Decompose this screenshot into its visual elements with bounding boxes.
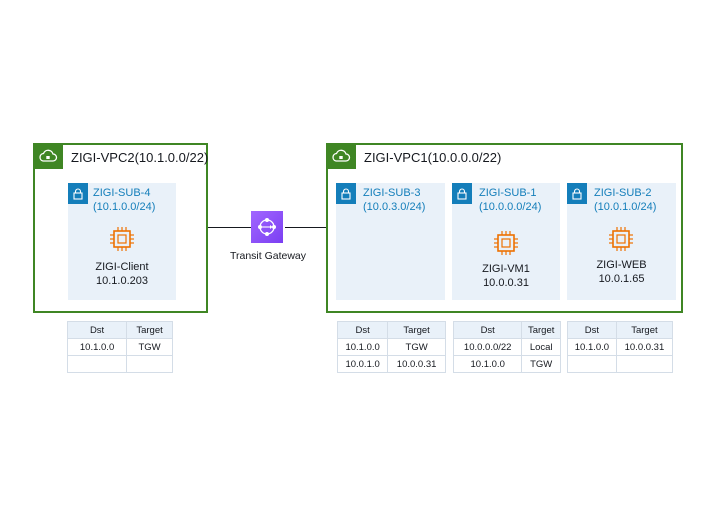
subnet-cidr: (10.1.0.0/24) — [93, 201, 156, 213]
col-target: Target — [521, 321, 561, 339]
host-name: ZIGI-VM1 — [482, 263, 530, 275]
host-ip: 10.1.0.203 — [96, 275, 148, 287]
cloud-lock-icon — [326, 143, 356, 169]
cloud-lock-icon — [33, 143, 63, 169]
subnet-cidr: (10.0.0.0/24) — [479, 201, 542, 213]
col-target: Target — [387, 321, 446, 339]
subnet-sub-2: ZIGI-SUB-2 (10.0.1.0/24) ZIGI-WEB 10.0.1… — [567, 183, 676, 300]
host-ip: 10.0.0.31 — [483, 277, 529, 289]
ec2-instance-icon — [110, 227, 134, 251]
col-target: Target — [126, 321, 173, 339]
subnet-name: ZIGI-SUB-1 — [479, 187, 537, 199]
table-row — [567, 355, 674, 373]
lock-icon — [336, 183, 356, 204]
subnet-sub-1: ZIGI-SUB-1 (10.0.0.0/24) ZIGI-VM1 10.0.0… — [452, 183, 560, 300]
col-dst: Dst — [336, 321, 389, 339]
subnet-name: ZIGI-SUB-2 — [594, 187, 652, 199]
lock-icon — [567, 183, 587, 204]
vpc1-title: ZIGI-VPC1(10.0.0.0/22) — [364, 150, 502, 165]
host-ip: 10.0.1.65 — [598, 273, 645, 285]
col-dst: Dst — [567, 321, 617, 339]
vpc1-container: ZIGI-VPC1(10.0.0.0/22) ZIGI-SUB-3 (10.0.… — [326, 143, 683, 313]
transit-gateway-icon — [251, 211, 283, 243]
lock-icon — [68, 183, 88, 204]
subnet-sub-4: ZIGI-SUB-4 (10.1.0.0/24) ZIGI-Client 10.… — [68, 183, 176, 300]
col-dst: Dst — [452, 321, 523, 339]
subnet-sub-3: ZIGI-SUB-3 (10.0.3.0/24) — [336, 183, 445, 300]
host-name: ZIGI-Client — [95, 261, 149, 273]
vpc2-container: ZIGI-VPC2(10.1.0.0/22) ZIGI-SUB-4 (10.1.… — [33, 143, 208, 313]
subnet-cidr: (10.0.1.0/24) — [594, 201, 657, 213]
lock-icon — [452, 183, 472, 204]
col-target: Target — [615, 321, 674, 339]
vpc2-tgw-link — [207, 227, 251, 228]
tgw-label: Transit Gateway — [229, 250, 307, 262]
subnet-name: ZIGI-SUB-4 — [93, 187, 151, 199]
ec2-instance-icon — [494, 231, 518, 255]
ec2-instance-icon — [609, 227, 633, 251]
col-dst: Dst — [66, 321, 128, 339]
host-name: ZIGI-WEB — [596, 259, 647, 271]
subnet-cidr: (10.0.3.0/24) — [363, 201, 426, 213]
subnet-name: ZIGI-SUB-3 — [363, 187, 421, 199]
tgw-vpc1-link — [285, 227, 327, 228]
vpc2-title: ZIGI-VPC2(10.1.0.0/22) — [71, 150, 209, 165]
table-row — [66, 355, 173, 373]
